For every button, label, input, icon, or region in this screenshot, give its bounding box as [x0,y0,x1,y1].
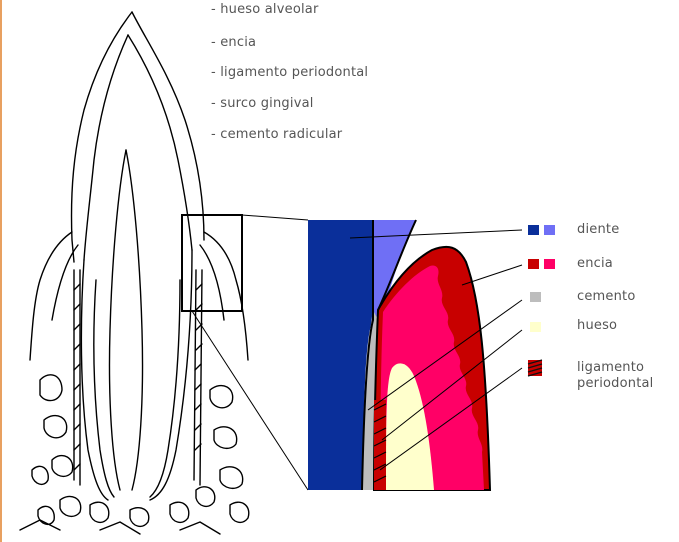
legend-swatch-encia-red [528,259,539,269]
top-list-item: - hueso alveolar [211,2,319,17]
leader-lines [349,229,523,471]
zoom-projection-bottom [191,310,309,491]
tooth-outline-drawing [19,11,250,535]
legend-label-diente: diente [577,222,620,237]
top-list-item: - encia [211,35,257,50]
page-border [0,0,2,542]
legend-swatch-hueso [530,322,541,332]
zoom-projection-top [241,214,309,221]
top-list-item: - cemento radicular [211,127,343,142]
legend-label-ligamento-1: ligamento [577,360,645,375]
legend-swatch-ligamento [528,360,542,376]
detail-bone [386,363,434,490]
legend-swatch-cemento [530,292,541,302]
legend-swatch-encia-pink [544,259,555,269]
legend-label-hueso: hueso [577,318,618,333]
legend-label-cemento: cemento [577,289,636,304]
enlarged-detail [308,219,492,491]
top-list-item: - surco gingival [211,96,314,111]
zoom-box [181,214,243,312]
legend-swatch-diente-light [544,225,555,235]
top-list-item: - ligamento periodontal [211,65,369,80]
legend-label-encia: encia [577,256,613,271]
legend-label-ligamento-2: periodontal [577,376,654,391]
detail-dentin [308,220,360,490]
legend-swatch-diente-dark [528,225,539,235]
legend-swatches [527,225,555,377]
